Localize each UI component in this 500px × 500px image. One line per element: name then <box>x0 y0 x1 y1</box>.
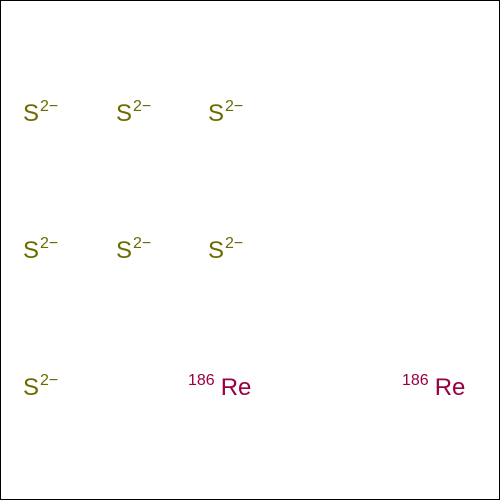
element-symbol: Re <box>434 374 466 401</box>
element-symbol: Re <box>220 374 252 401</box>
sulfide-ion: S2− <box>208 99 243 127</box>
ion-charge: 2− <box>40 98 59 115</box>
sulfide-ion: S2− <box>208 236 243 264</box>
element-symbol: S <box>116 237 133 264</box>
mass-number: 186 <box>402 372 429 389</box>
ion-charge: 2− <box>133 235 152 252</box>
element-symbol: S <box>23 100 40 127</box>
element-symbol: S <box>23 374 40 401</box>
sulfide-ion: S2− <box>23 99 58 127</box>
element-symbol: S <box>208 237 225 264</box>
sulfide-ion: S2− <box>23 236 58 264</box>
sulfide-ion: S2− <box>116 99 151 127</box>
rhenium-atom: 186 Re <box>188 373 252 401</box>
element-symbol: S <box>23 237 40 264</box>
ion-charge: 2− <box>40 372 59 389</box>
ion-charge: 2− <box>225 235 244 252</box>
element-symbol: S <box>116 100 133 127</box>
ion-charge: 2− <box>225 98 244 115</box>
ion-charge: 2− <box>40 235 59 252</box>
mass-number: 186 <box>188 372 215 389</box>
rhenium-atom: 186 Re <box>402 373 466 401</box>
element-symbol: S <box>208 100 225 127</box>
ion-charge: 2− <box>133 98 152 115</box>
sulfide-ion: S2− <box>23 373 58 401</box>
sulfide-ion: S2− <box>116 236 151 264</box>
